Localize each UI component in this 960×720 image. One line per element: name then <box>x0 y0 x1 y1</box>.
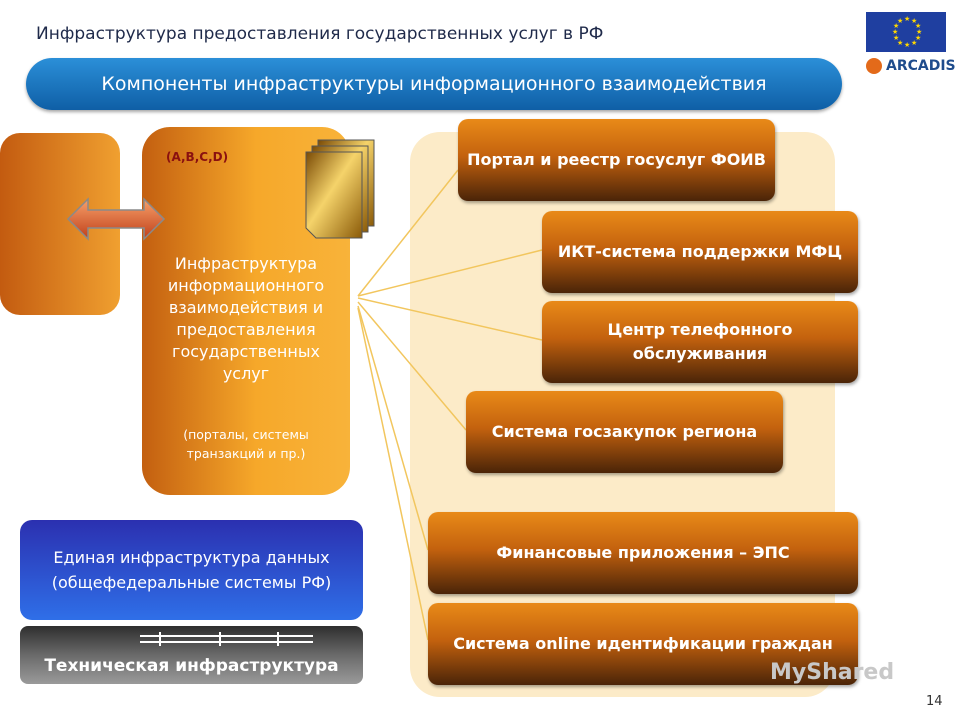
network-lines-icon <box>140 632 313 646</box>
arcadis-logo-text: ARCADIS <box>886 58 956 74</box>
documents-icon <box>305 139 375 239</box>
svg-text:★: ★ <box>897 17 903 25</box>
svg-text:★: ★ <box>904 41 910 49</box>
svg-text:★: ★ <box>892 28 898 36</box>
svg-text:★: ★ <box>911 17 917 25</box>
eu-flag-logo: ★★★ ★★★ ★★★ ★★★ <box>866 12 946 52</box>
svg-text:★: ★ <box>916 28 922 36</box>
svg-text:★: ★ <box>897 39 903 47</box>
main-block-subtitle: (порталы, системы транзакций и пр.) <box>183 427 309 461</box>
bidirectional-arrow-icon <box>66 197 166 241</box>
component-ict-mfc: ИКТ-система поддержки МФЦ <box>542 211 858 293</box>
component-procurement: Система госзакупок региона <box>466 391 783 473</box>
data-infrastructure-block: Единая инфраструктура данных (общефедера… <box>20 520 363 620</box>
page-number: 14 <box>926 694 943 709</box>
svg-text:★: ★ <box>904 15 910 23</box>
svg-text:★: ★ <box>915 34 921 42</box>
svg-text:★: ★ <box>911 39 917 47</box>
svg-text:★: ★ <box>893 22 899 30</box>
main-infrastructure-block: Инфраструктура информационного взаимодей… <box>142 127 350 495</box>
data-infrastructure-label: Единая инфраструктура данных (общефедера… <box>51 548 332 592</box>
arcadis-logo: ARCADIS <box>866 58 956 74</box>
watermark: MyShared <box>770 660 895 685</box>
arcadis-mark-icon <box>866 58 882 74</box>
main-block-tag: (A,B,C,D) <box>166 150 229 164</box>
page-title: Инфраструктура предоставления государств… <box>36 24 604 44</box>
svg-text:★: ★ <box>893 34 899 42</box>
component-online-id: Система online идентификации граждан <box>428 603 858 685</box>
component-portal: Портал и реестр госуслуг ФОИВ <box>458 119 775 201</box>
component-call-center: Центр телефонного обслуживания <box>542 301 858 383</box>
technical-infrastructure-block: Техническая инфраструктура <box>20 626 363 684</box>
technical-infrastructure-label: Техническая инфраструктура <box>44 656 339 676</box>
section-banner: Компоненты инфраструктуры информационног… <box>26 58 842 110</box>
main-block-title: Инфраструктура информационного взаимодей… <box>167 254 325 383</box>
component-financial-apps: Финансовые приложения – ЭПС <box>428 512 858 594</box>
svg-text:★: ★ <box>915 22 921 30</box>
